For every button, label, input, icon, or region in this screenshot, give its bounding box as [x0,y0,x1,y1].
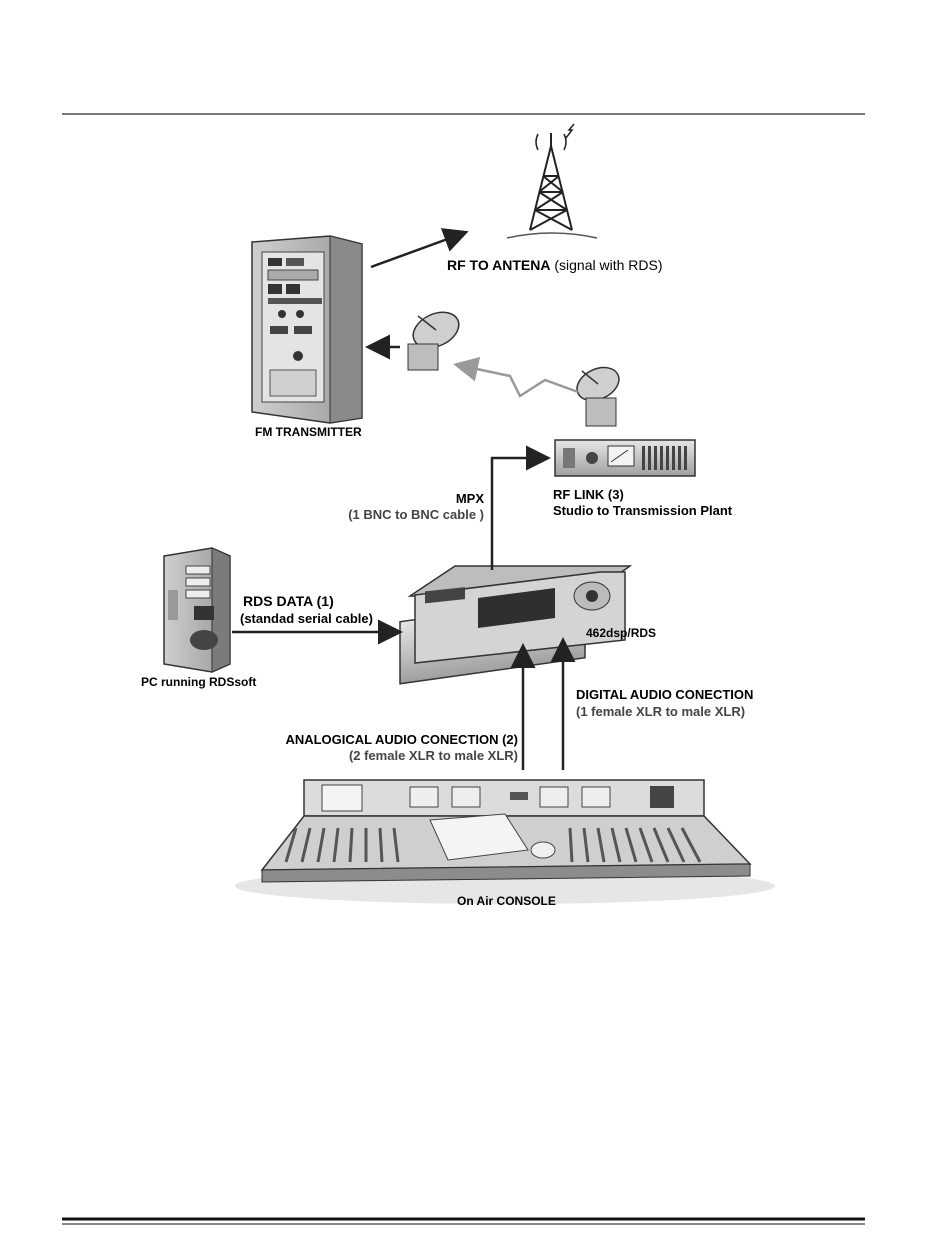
mpx-arrow [490,445,551,570]
rds-data-cable-note: (standad serial cable) [240,611,373,626]
rf-to-antena-title: RF TO ANTENA [447,257,551,273]
bottom-rule [62,1217,865,1225]
digital-audio-cable-note: (1 female XLR to male XLR) [576,704,746,719]
satellite-dish-icon [576,366,620,427]
rf-to-antena-label: RF TO ANTENA (signal with RDS) [447,258,662,273]
satellite-dish-icon [407,311,460,371]
pc-tower-icon [163,547,231,673]
rf-link-unit-icon [554,439,696,477]
rds-data-title: RDS DATA (1) [243,593,334,609]
fm-transmitter-caption: FM TRANSMITTER [255,425,362,439]
antenna-tower-icon [506,123,598,239]
rf-link-wireless-arrow [453,356,579,398]
mixing-console-icon [235,779,775,904]
rf-link-description: Studio to Transmission Plant [553,503,733,518]
rf-to-antena-note: (signal with RDS) [550,257,663,273]
fm-transmitter-rack-icon [251,235,363,424]
pc-caption: PC running RDSsoft [141,675,257,689]
rds-encoder-icon [399,565,633,685]
digital-audio-title: DIGITAL AUDIO CONECTION [576,687,754,702]
mpx-title: MPX [455,491,484,506]
encoder-model-label: 462dsp/RDS [586,626,657,640]
mpx-cable-note: (1 BNC to BNC cable ) [348,507,484,522]
analog-audio-cable-note: (2 female XLR to male XLR) [348,748,518,763]
rf-to-antenna-arrow [370,228,469,269]
console-caption: On Air CONSOLE [457,894,556,908]
analog-audio-title: ANALOGICAL AUDIO CONECTION (2) [285,732,518,747]
rf-link-title: RF LINK (3) [553,487,624,502]
